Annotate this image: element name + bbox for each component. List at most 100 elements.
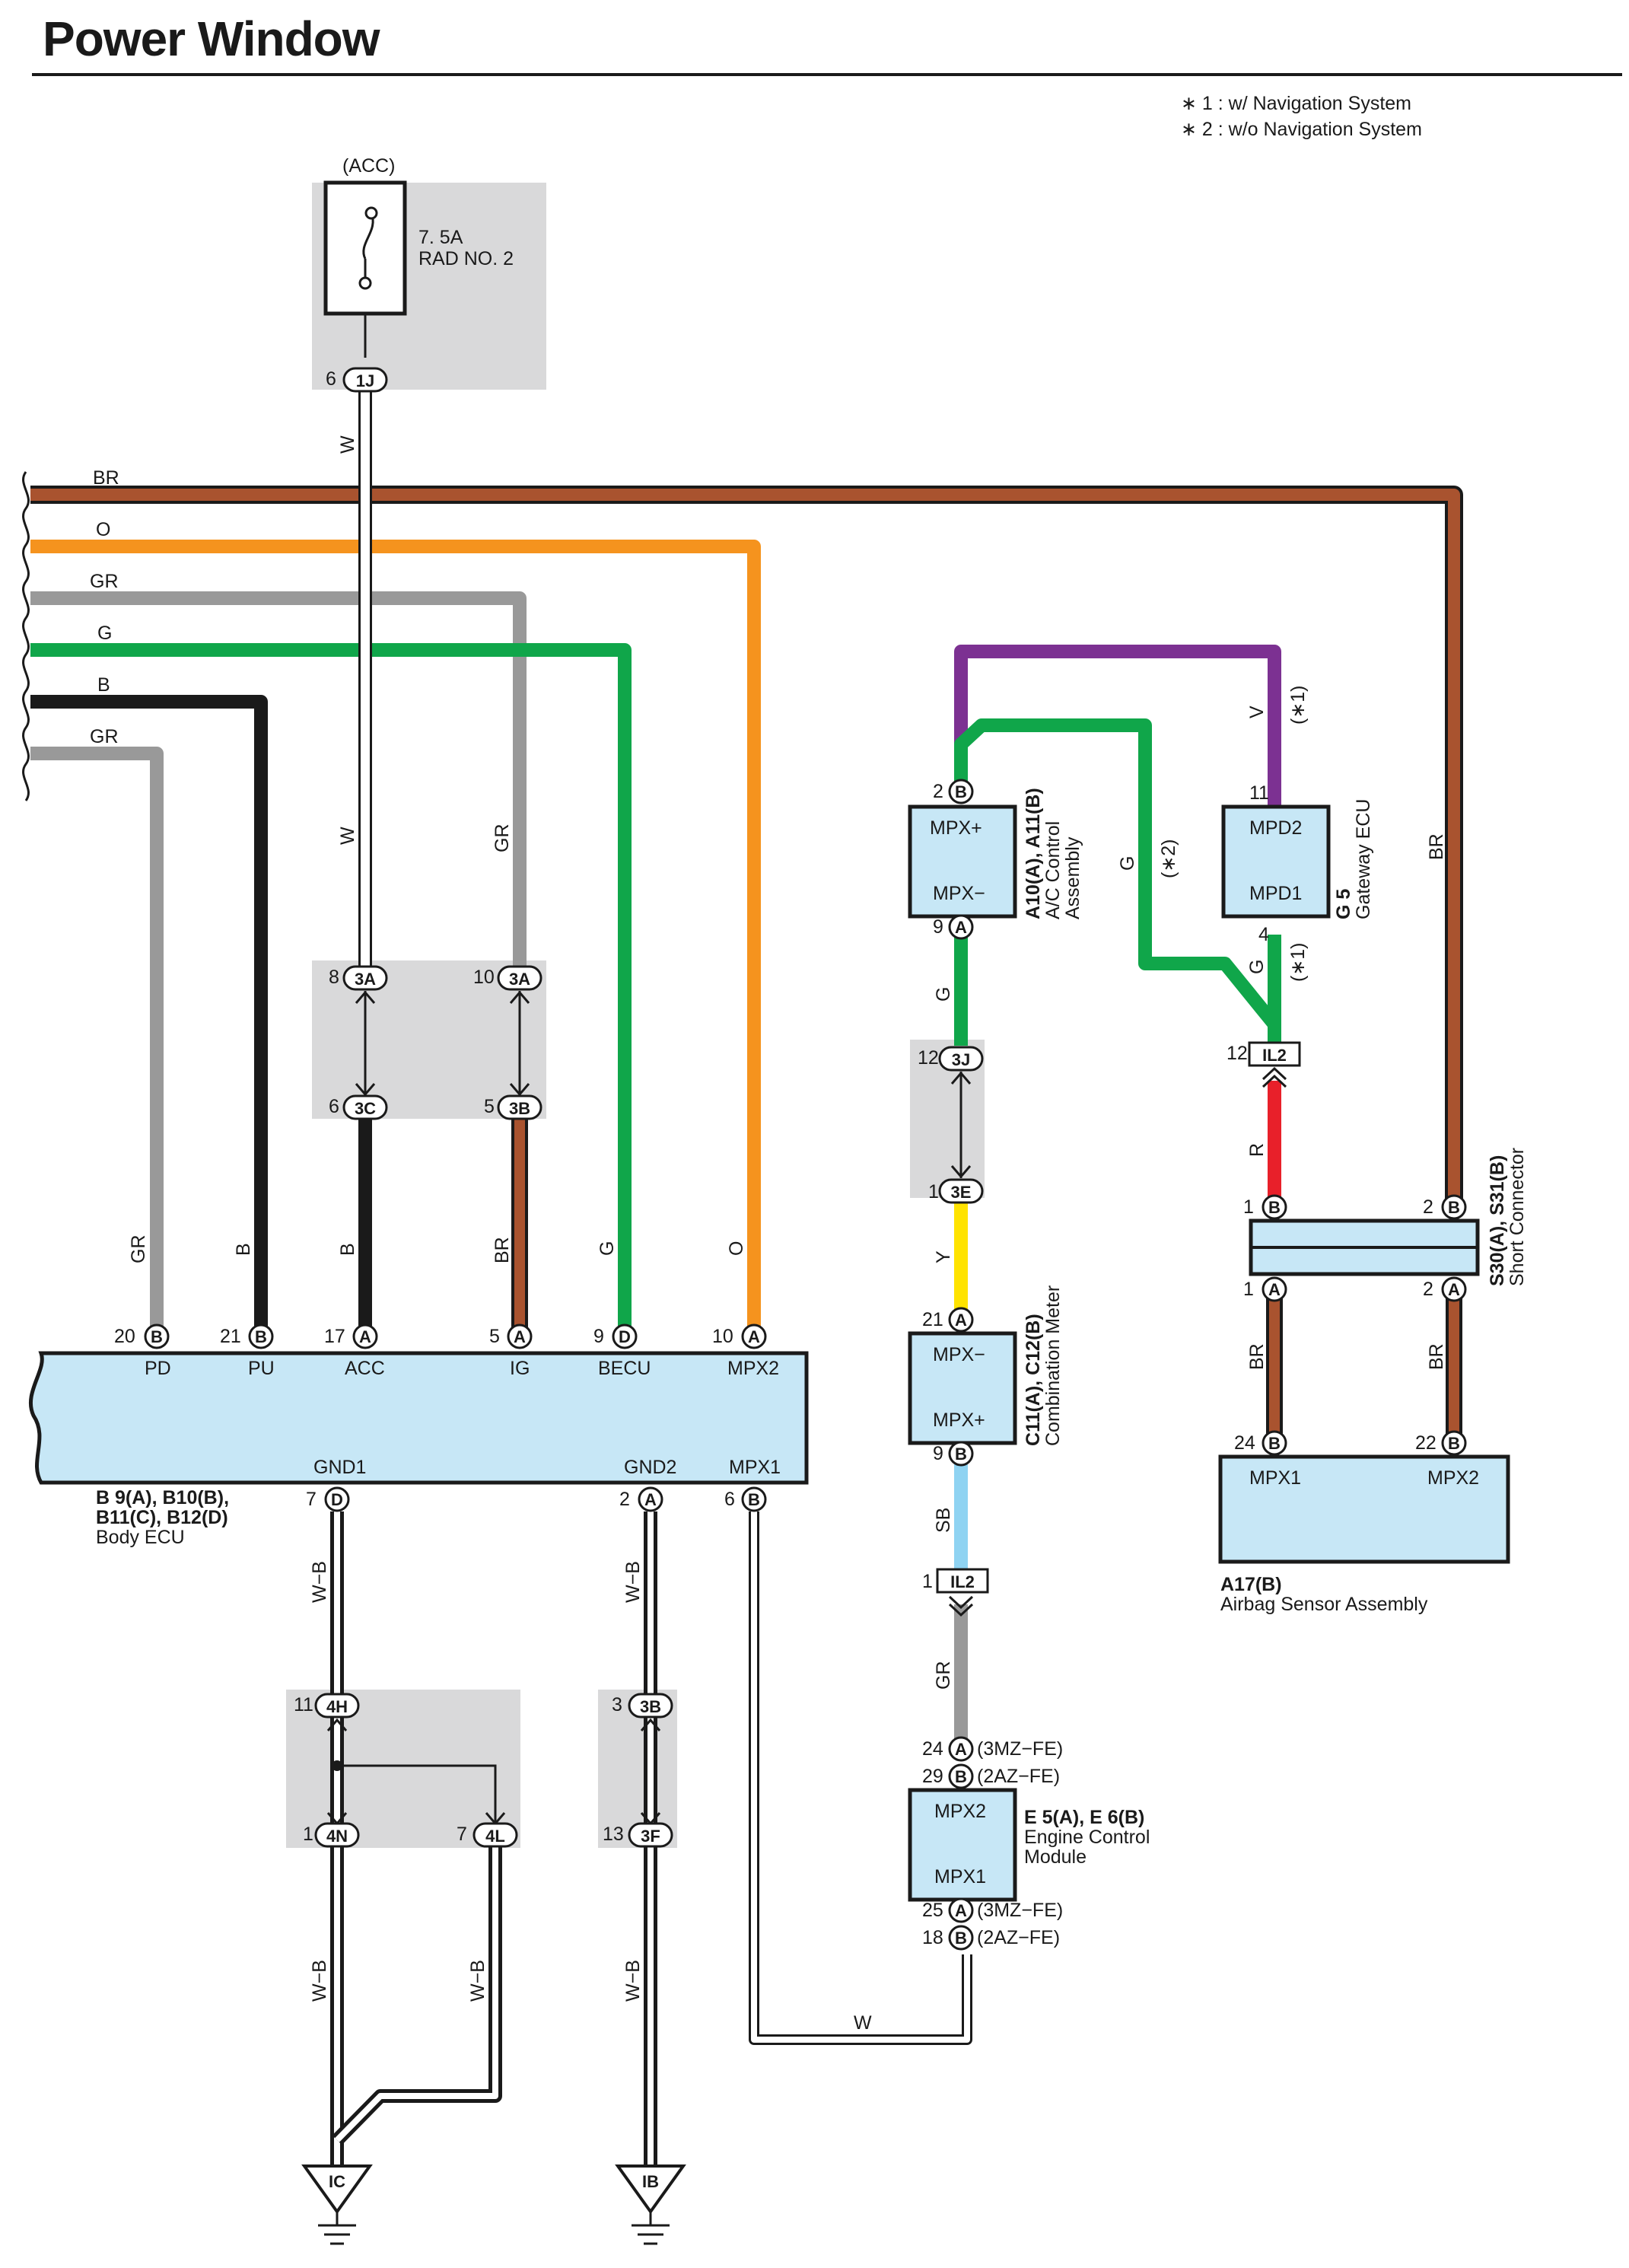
wire-v (954, 645, 1281, 807)
ecu-pin-gnd2-letter: A (644, 1490, 657, 1509)
wire-label-g1: G (1246, 960, 1268, 974)
wire-label-g-3j: G (933, 987, 954, 1002)
wire-label-v: V (1246, 706, 1268, 718)
ac-bot-label: MPX− (933, 883, 985, 904)
sc-num-bot-2: 2 (1423, 1279, 1433, 1300)
ecm-note-29: (2AZ−FE) (977, 1766, 1060, 1787)
ac-pin-bot-letter: A (955, 918, 967, 937)
ab-pin-24-letter: B (1268, 1434, 1281, 1453)
fuse-rating: 7. 5A (418, 227, 463, 248)
ac-top-label: MPX+ (930, 817, 982, 839)
meter-pin-bot-letter: B (955, 1445, 967, 1464)
meter-top-label: MPX− (933, 1344, 985, 1365)
j4n-conn: 4N (326, 1827, 348, 1846)
ecm-pin-18-letter: B (955, 1929, 967, 1948)
wire-label-w2: W (337, 827, 358, 845)
ecu-pin-ig (507, 1324, 533, 1349)
connector-1j (342, 367, 388, 393)
ecm-pin-29-letter: B (955, 1767, 967, 1786)
wire-gr-harness (30, 591, 527, 976)
ecu-pin-mpx2 (741, 1324, 767, 1349)
body-ecu-ref: B 9(A), B10(B), (96, 1487, 229, 1508)
fuse-name: RAD NO. 2 (418, 248, 514, 269)
wire-label-sb: SB (933, 1508, 954, 1533)
wire-gr2-harness (30, 747, 164, 1336)
ground-icon-ib: IB (615, 2164, 686, 2245)
ab-pin-22 (1441, 1430, 1467, 1456)
combo-meter-box (908, 1331, 1017, 1445)
ecm-num-18: 18 (922, 1927, 943, 1948)
ecu-pin-ig-letter: A (514, 1327, 526, 1346)
sc-pin-top-2 (1441, 1194, 1467, 1220)
j3f-conn: 3F (641, 1827, 660, 1846)
gw-ref: G 5 (1333, 889, 1354, 919)
ecm-pin-24-letter: A (955, 1740, 967, 1759)
ecm-name1: Engine Control (1024, 1827, 1150, 1848)
ecu-num-17: 17 (324, 1326, 345, 1347)
j3f-num: 13 (603, 1824, 624, 1845)
il2-upper-num: 12 (1227, 1043, 1248, 1064)
sc-num-top-2: 2 (1423, 1196, 1433, 1218)
wire-g-harness (30, 643, 632, 1336)
gw-num-top: 11 (1249, 782, 1269, 804)
connector-3b (497, 1094, 542, 1120)
ecu-pin-pd (144, 1324, 170, 1349)
ecm-num-25: 25 (922, 1900, 943, 1921)
j3c-conn: 3C (355, 1099, 376, 1118)
gw-bot-label: MPD1 (1249, 883, 1302, 904)
wire-label-wb-5: W−B (622, 1960, 644, 2002)
ecu-term-mpx1: MPX1 (729, 1457, 781, 1478)
ac-control-box (908, 804, 1017, 919)
ab-pin-24 (1262, 1430, 1287, 1456)
wire-label-g2-note: (∗2) (1158, 839, 1179, 878)
page-title: Power Window (43, 11, 380, 66)
ecm-ref: E 5(A), E 6(B) (1024, 1807, 1144, 1828)
connector-3a-2 (497, 965, 542, 991)
fuse-pin: 6 (326, 368, 336, 390)
ecu-num-7: 7 (306, 1489, 317, 1510)
ecu-pin-pd-letter: B (151, 1327, 163, 1346)
j3b-gnd-num: 3 (612, 1694, 622, 1715)
ecm-pin-25 (948, 1897, 974, 1923)
meter-num-bot: 9 (933, 1443, 943, 1464)
wire-b-harness (30, 695, 268, 1336)
j3b-num: 5 (484, 1096, 495, 1117)
ab-num-24: 24 (1234, 1432, 1255, 1454)
wire-label-wb-4: W−B (467, 1960, 488, 2002)
airbag-sensor-box (1218, 1454, 1510, 1564)
harness-label-g: G (97, 623, 112, 644)
connector-4h (314, 1693, 360, 1719)
ecm-num-24: 24 (922, 1738, 943, 1760)
ecu-term-pu: PU (248, 1358, 275, 1379)
meter-name: Combination Meter (1042, 1285, 1064, 1446)
ecm-bot-label: MPX1 (934, 1866, 986, 1887)
ecu-num-21: 21 (220, 1326, 241, 1347)
connector-3j (938, 1046, 984, 1072)
fuse-icon (323, 180, 407, 316)
harness-label-gr: GR (90, 571, 119, 592)
wire-label-w-mpx1: W (854, 2012, 872, 2034)
j3a-num-2: 10 (473, 967, 495, 988)
ecm-pin-24 (948, 1736, 974, 1762)
il2-lower-num: 1 (922, 1571, 933, 1592)
wire-label-wb-1: W−B (309, 1561, 330, 1603)
wire-label-v-note: (∗1) (1287, 685, 1309, 725)
wire-label-acc: B (337, 1243, 358, 1256)
ecm-note-25: (3MZ−FE) (977, 1900, 1063, 1921)
ecu-term-gnd1: GND1 (313, 1457, 366, 1478)
sc-pin-top-1-letter: B (1268, 1198, 1281, 1217)
ground-icon-ic: IC (301, 2164, 373, 2245)
ecu-term-mpx2: MPX2 (727, 1358, 779, 1379)
ecu-pin-mpx1-letter: B (748, 1490, 760, 1509)
note-2: ∗ 2 : w/o Navigation System (1181, 119, 1422, 140)
harness-label-b: B (97, 674, 110, 696)
sc-ref: S30(A), S31(B) (1487, 1155, 1508, 1286)
connector-4l (472, 1822, 518, 1848)
ecu-pin-mpx2-letter: A (748, 1327, 760, 1346)
wire-label-mpx2: O (726, 1241, 747, 1256)
j3a-conn-2: 3A (509, 970, 530, 989)
wire-label-pu: B (233, 1243, 254, 1256)
j3e-conn: 3E (951, 1183, 972, 1202)
ecm-pin-18 (948, 1925, 974, 1951)
